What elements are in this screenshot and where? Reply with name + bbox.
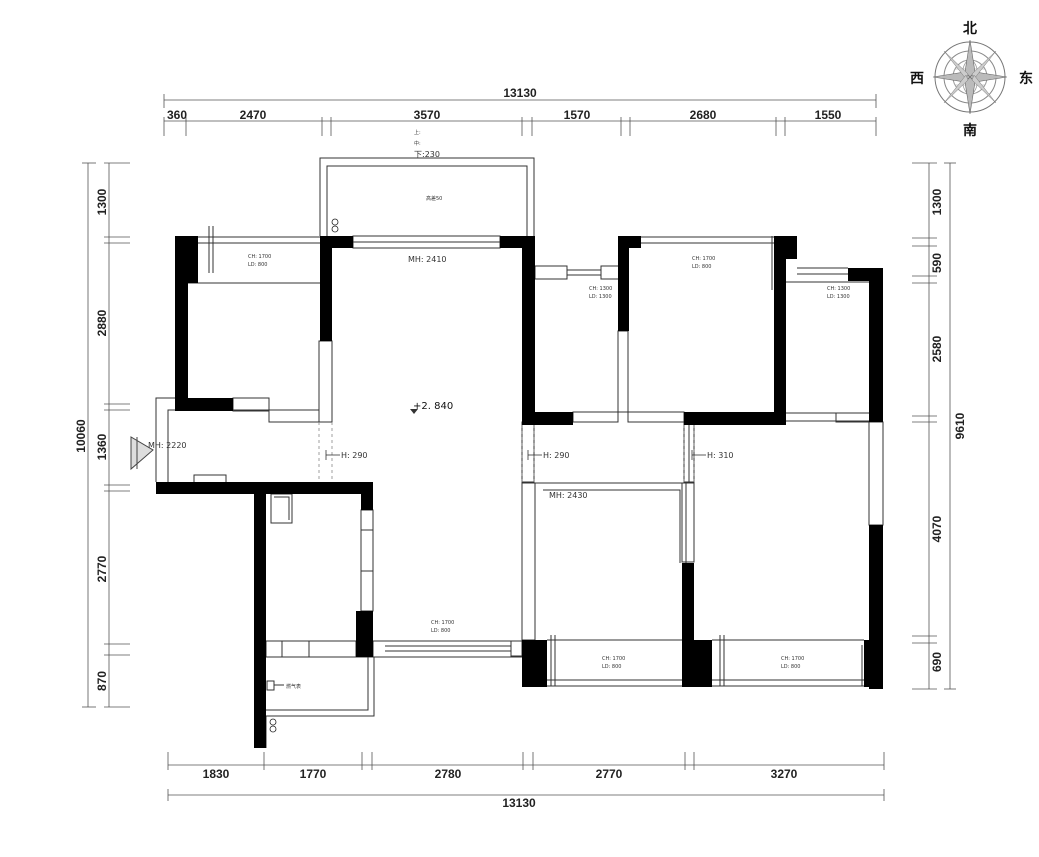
dim-top-3: 1570 [564, 108, 591, 122]
dim-top-4: 2680 [690, 108, 717, 122]
dim-bottom-0: 1830 [203, 767, 230, 781]
window-note-7: CH: 1700 LD: 800 [781, 656, 804, 670]
svg-text:LD: 800: LD: 800 [692, 264, 711, 270]
height-markers [325, 450, 706, 460]
window-note-4: CH: 1300 LD: 1300 [827, 286, 850, 300]
dim-right-2: 2580 [930, 335, 944, 362]
window-note-3: CH: 1700 LD: 800 [692, 256, 715, 270]
svg-text:LD: 800: LD: 800 [781, 664, 800, 670]
level-marker-icon [410, 409, 418, 414]
svg-text:CH: 1700: CH: 1700 [248, 254, 271, 260]
mh-bedroom-label: MH: 2430 [549, 491, 588, 500]
dim-top-2: 3570 [414, 108, 441, 122]
opening-lines [318, 422, 695, 482]
window-note-5: CH: 1700 LD: 800 [431, 620, 454, 634]
svg-text:LD: 800: LD: 800 [248, 262, 267, 268]
structural-walls [156, 236, 883, 748]
h-label-mid: H: 290 [543, 451, 570, 460]
dim-bottom-2: 2780 [435, 767, 462, 781]
mh-entry-label: MH: 2220 [148, 441, 187, 450]
dim-right-1: 590 [930, 253, 944, 273]
balcony-label-bottom: 下:230 [414, 150, 440, 159]
dim-bottom-4: 3270 [771, 767, 798, 781]
dim-left-4: 870 [95, 671, 109, 691]
svg-text:LD: 1300: LD: 1300 [827, 294, 850, 300]
window-note-6: CH: 1700 LD: 800 [602, 656, 625, 670]
h-label-left: H: 290 [341, 451, 368, 460]
svg-text:CH: 1700: CH: 1700 [602, 656, 625, 662]
compass-south-label: 南 [963, 122, 977, 139]
balcony-note: 高差50 [426, 195, 442, 202]
dim-right-0: 1300 [930, 188, 944, 215]
gas-meter-label: 燃气表 [286, 683, 301, 690]
window-note-2: CH: 1300 LD: 1300 [589, 286, 612, 300]
dim-top-total: 13130 [503, 86, 537, 100]
compass-east-label: 东 [1019, 70, 1033, 87]
mh-living-label: MH: 2410 [408, 255, 447, 264]
svg-text:CH: 1700: CH: 1700 [692, 256, 715, 262]
dim-bottom-3: 2770 [596, 767, 623, 781]
compass-north-label: 北 [963, 21, 977, 37]
dimension-lines [82, 94, 956, 801]
dim-top-5: 1550 [815, 108, 842, 122]
dim-right-3: 4070 [930, 515, 944, 542]
dim-bottom-1: 1770 [300, 767, 327, 781]
svg-text:LD: 800: LD: 800 [602, 664, 621, 670]
compass-icon [932, 39, 1008, 115]
svg-text:CH: 1700: CH: 1700 [431, 620, 454, 626]
compass-west-label: 西 [910, 71, 924, 87]
balcony-label-mid: 中: [414, 140, 421, 147]
dim-bottom-total: 13130 [502, 796, 536, 810]
h-label-right: H: 310 [707, 451, 734, 460]
dim-left-0: 1300 [95, 188, 109, 215]
dim-top-0: 360 [167, 108, 187, 122]
svg-text:CH: 1700: CH: 1700 [781, 656, 804, 662]
dim-left-2: 1360 [95, 433, 109, 460]
level-label: +2. 840 [413, 401, 453, 412]
dim-left-total: 10060 [74, 419, 88, 453]
svg-text:CH: 1300: CH: 1300 [589, 286, 612, 292]
dim-right-total: 9610 [953, 412, 967, 439]
dim-top-1: 2470 [240, 108, 267, 122]
pipe-icons [269, 218, 339, 733]
dim-left-3: 2770 [95, 555, 109, 582]
svg-text:LD: 800: LD: 800 [431, 628, 450, 634]
dim-right-4: 690 [930, 652, 944, 672]
balcony-label-top: 上: [414, 129, 421, 136]
svg-text:CH: 1300: CH: 1300 [827, 286, 850, 292]
dim-left-1: 2880 [95, 309, 109, 336]
svg-text:LD: 1300: LD: 1300 [589, 294, 612, 300]
window-note-1: CH: 1700 LD: 800 [248, 254, 271, 268]
